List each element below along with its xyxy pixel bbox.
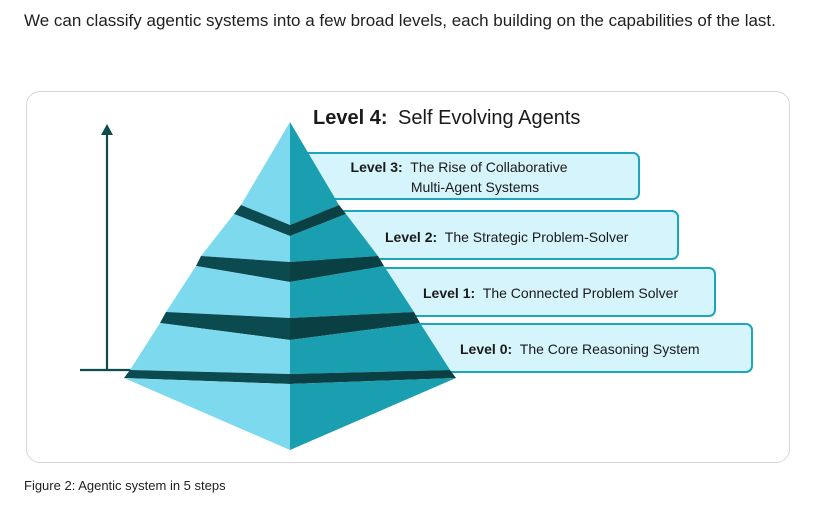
pyramid-tier-2-left xyxy=(166,266,290,318)
level-3-line2: Multi-Agent Systems xyxy=(411,179,539,195)
svg-text:Level 1: The Connected P: Level 1: The Connected Problem Solver xyxy=(423,285,678,301)
svg-text:Level 3: The Rise of Col: Level 3: The Rise of Collaborative xyxy=(351,159,568,175)
growth-arrow xyxy=(80,124,132,372)
pyramid-band xyxy=(290,370,456,384)
pyramid-diagram: Level 3: The Rise of Collaborative Multi… xyxy=(80,107,753,450)
pyramid-band xyxy=(234,205,290,236)
pyramid-tier-3-right xyxy=(290,214,378,262)
pyramid-band xyxy=(290,256,384,282)
level-4-prefix: Level 4: xyxy=(313,107,387,129)
pyramid-band xyxy=(160,312,290,340)
pyramid-band xyxy=(290,312,420,340)
level-4-label: Self Evolving Agents xyxy=(398,107,580,129)
level-1-box: Level 1: The Connected Problem Solver xyxy=(357,267,716,317)
pyramid-tier-3-left xyxy=(201,214,290,262)
level-4-title: Level 4: Self Evolving Agents xyxy=(313,107,580,129)
level-1-label: The Connected Problem Solver xyxy=(483,285,679,301)
level-0-prefix: Level 0: xyxy=(460,341,512,357)
svg-text:Level 0: The Core Reason: Level 0: The Core Reasoning System xyxy=(460,341,700,357)
svg-text:Level 2: The Strategic P: Level 2: The Strategic Problem-Solver xyxy=(385,229,629,245)
level-3-box: Level 3: The Rise of Collaborative Multi… xyxy=(286,152,640,200)
pyramid-tier-0-left xyxy=(124,378,290,450)
level-1-prefix: Level 1: xyxy=(423,285,475,301)
level-0-box: Level 0: The Core Reasoning System xyxy=(394,323,753,373)
pyramid-tier-0-right xyxy=(290,378,456,450)
level-2-label: The Strategic Problem-Solver xyxy=(445,229,629,245)
figure-caption: Figure 2: Agentic system in 5 steps xyxy=(24,478,226,493)
pyramid-tier-4-left xyxy=(241,122,290,225)
pyramid-tier-1-right xyxy=(290,323,450,374)
pyramid xyxy=(124,122,456,450)
pyramid-tier-4-right xyxy=(290,122,339,225)
pyramid-band xyxy=(196,256,290,282)
pyramid-band xyxy=(124,370,290,384)
pyramid-band xyxy=(290,205,346,236)
pyramid-tier-2-right xyxy=(290,266,414,318)
level-0-label: The Core Reasoning System xyxy=(520,341,700,357)
intro-paragraph: We can classify agentic systems into a f… xyxy=(24,11,776,30)
level-3-prefix: Level 3: xyxy=(351,159,403,175)
level-2-prefix: Level 2: xyxy=(385,229,437,245)
pyramid-tier-1-left xyxy=(130,323,290,374)
level-3-line1: The Rise of Collaborative xyxy=(410,159,567,175)
